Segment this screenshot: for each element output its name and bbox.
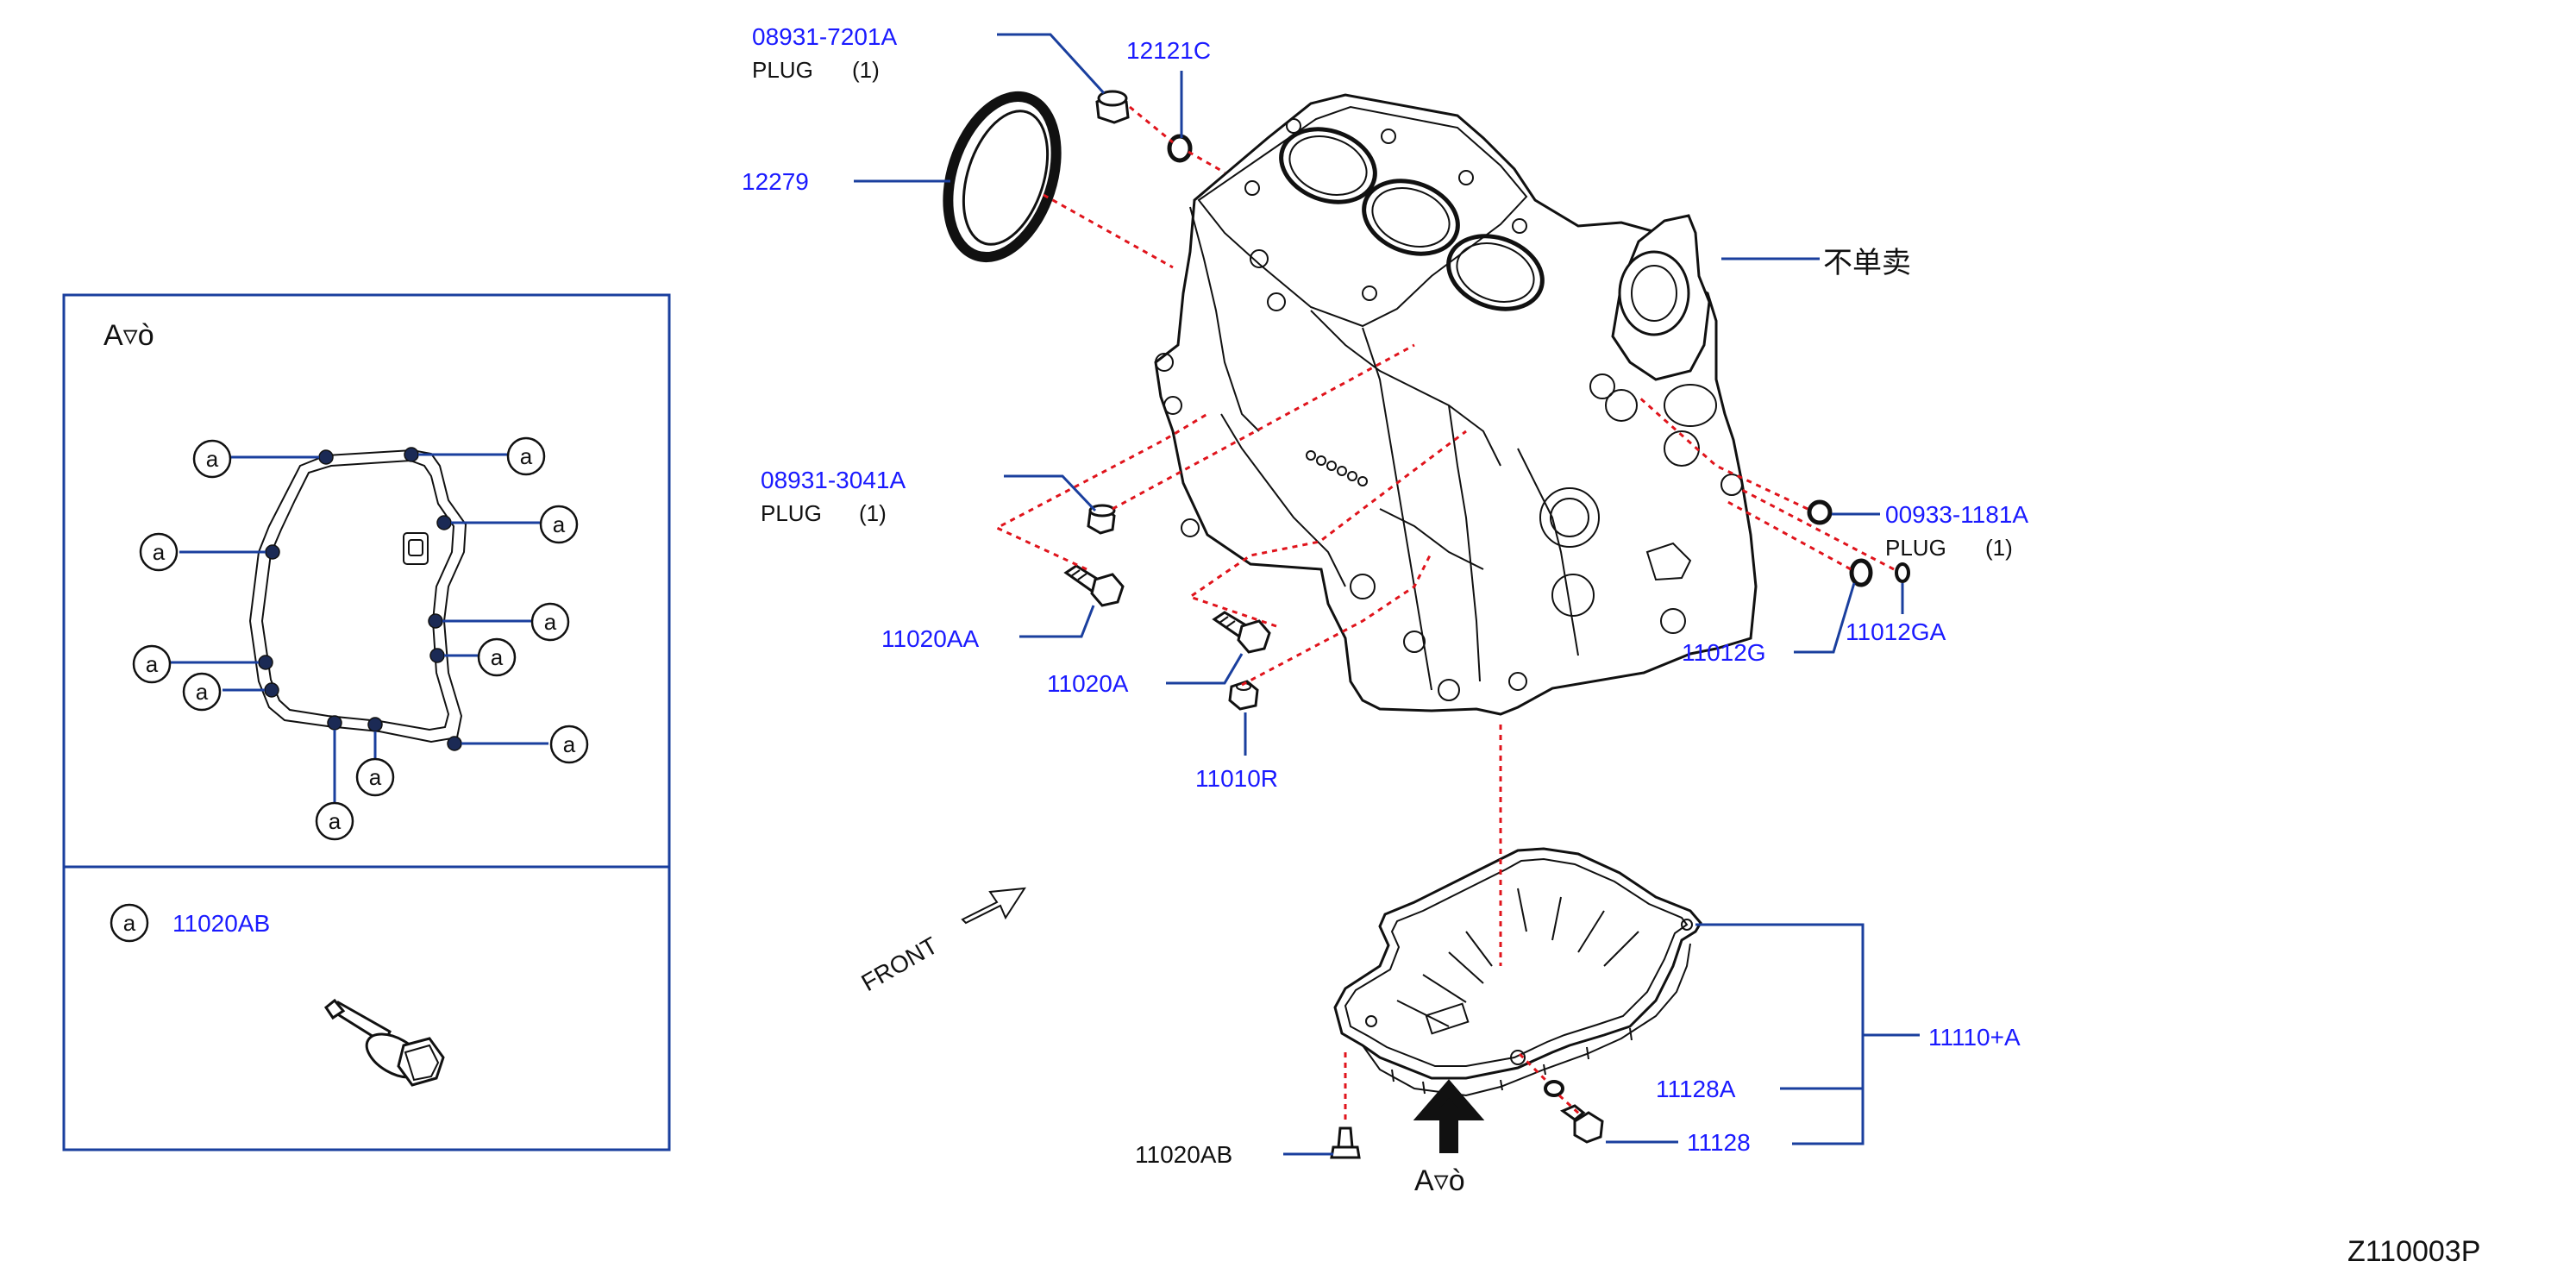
label-08931-3041a[interactable]: 08931-3041A — [761, 467, 906, 493]
label-08931-7201a[interactable]: 08931-7201A — [752, 23, 897, 50]
svg-text:a: a — [146, 651, 159, 677]
inset-view-title: A▿ò — [103, 319, 154, 352]
legend-letter: a — [123, 910, 136, 936]
inset-callouts: a a a a a a a a a a a — [132, 436, 589, 841]
view-a-arrow-icon — [1413, 1079, 1485, 1153]
label-11110a[interactable]: 11110+A — [1928, 1024, 2021, 1051]
washer-11128a — [1544, 1080, 1564, 1097]
svg-text:a: a — [553, 511, 566, 537]
label-plug-top-qty: (1) — [852, 57, 880, 83]
label-11020aa[interactable]: 11020AA — [881, 625, 979, 652]
label-plug-mid-qty: (1) — [859, 500, 887, 526]
rear-oil-seal — [943, 91, 1062, 263]
diagram-code: Z110003P — [2347, 1235, 2480, 1268]
label-view-a: A▿ò — [1414, 1164, 1465, 1197]
bolt-dot — [429, 648, 445, 663]
label-plug-right-name: PLUG — [1885, 535, 1946, 561]
bolt-dot — [264, 682, 279, 698]
callout-a: a — [139, 532, 179, 572]
svg-text:a: a — [369, 764, 382, 790]
callout-a: a — [192, 439, 232, 479]
label-plug-mid-name: PLUG — [761, 500, 822, 526]
label-11012ga[interactable]: 11012GA — [1846, 618, 1946, 645]
inset-legend: a 11020AB — [110, 903, 270, 943]
inset-leader-lines — [171, 453, 548, 804]
svg-text:a: a — [563, 731, 576, 757]
label-11012g[interactable]: 11012G — [1682, 639, 1766, 666]
label-not-sold: 不单卖 — [1823, 247, 1911, 279]
legend-part-number[interactable]: 11020AB — [172, 910, 270, 937]
label-11010r[interactable]: 11010R — [1195, 765, 1278, 792]
label-11020a[interactable]: 11020A — [1047, 670, 1129, 697]
bolt-11020ab — [1330, 1126, 1361, 1159]
bolt-dot — [367, 717, 383, 732]
callout-a: a — [506, 436, 546, 476]
bolt-dot — [436, 515, 452, 530]
plug-08931-7201a — [1095, 90, 1130, 124]
bolt-11020a — [1212, 611, 1271, 654]
label-00933-1181a[interactable]: 00933-1181A — [1885, 501, 2028, 528]
svg-text:a: a — [544, 609, 557, 635]
svg-text:a: a — [329, 808, 342, 834]
oring-11012g — [1849, 558, 1873, 587]
label-11128a[interactable]: 11128A — [1656, 1076, 1736, 1102]
drain-plug-11128 — [1559, 1104, 1604, 1144]
svg-text:a: a — [196, 679, 209, 705]
flange-bolt-illustration — [323, 998, 445, 1087]
svg-text:a: a — [520, 443, 533, 469]
part-labels: 08931-7201A PLUG (1) 12121C 12279 不单卖 08… — [742, 23, 2480, 1268]
bolt-dot — [318, 449, 334, 465]
bolt-dot — [327, 715, 342, 731]
bolt-dot — [404, 447, 419, 462]
gasket-bolt-positions — [258, 447, 462, 751]
callout-a: a — [477, 637, 517, 677]
cylinder-bores — [1279, 127, 1545, 311]
inset-frame — [62, 293, 671, 1151]
callout-a: a — [549, 725, 589, 764]
dowel-11010r — [1228, 680, 1259, 711]
callout-a: a — [530, 602, 570, 642]
callout-a: a — [355, 757, 395, 797]
bolt-dot — [428, 613, 443, 629]
svg-text:a: a — [206, 446, 219, 472]
front-indicator: FRONT — [857, 887, 1026, 996]
callout-a: a — [132, 644, 172, 684]
plug-00933-1181a — [1807, 499, 1833, 525]
plug-08931-3041a — [1087, 504, 1116, 535]
ring-12121c — [1167, 134, 1193, 163]
bolt-dot — [265, 544, 280, 560]
inset-panel: A▿ò — [62, 293, 671, 1151]
cylinder-block — [1154, 93, 1758, 716]
label-11020ab[interactable]: 11020AB — [1135, 1141, 1232, 1168]
callout-a: a — [315, 801, 354, 841]
callout-a: a — [539, 505, 579, 544]
bolt-dot — [258, 655, 273, 670]
svg-text:a: a — [491, 644, 504, 670]
leader-lines — [854, 33, 1920, 1156]
oil-pan — [1333, 847, 1702, 1100]
label-plug-top-name: PLUG — [752, 57, 813, 83]
callout-a: a — [182, 672, 222, 712]
front-label: FRONT — [857, 932, 943, 996]
label-11128[interactable]: 11128 — [1687, 1129, 1751, 1156]
oil-pan-gasket-outline — [248, 449, 467, 744]
block-oil-gallery-holes — [1306, 450, 1368, 486]
svg-text:a: a — [153, 539, 166, 565]
label-plug-right-qty: (1) — [1985, 535, 2013, 561]
bolt-11020aa — [1063, 564, 1125, 607]
assembly-dashed-lines — [993, 105, 1895, 1125]
label-12121c[interactable]: 12121C — [1126, 37, 1211, 64]
oring-11012ga — [1895, 562, 1910, 583]
label-12279[interactable]: 12279 — [742, 168, 809, 195]
bolt-dot — [447, 736, 462, 751]
front-arrow-icon — [961, 887, 1026, 925]
